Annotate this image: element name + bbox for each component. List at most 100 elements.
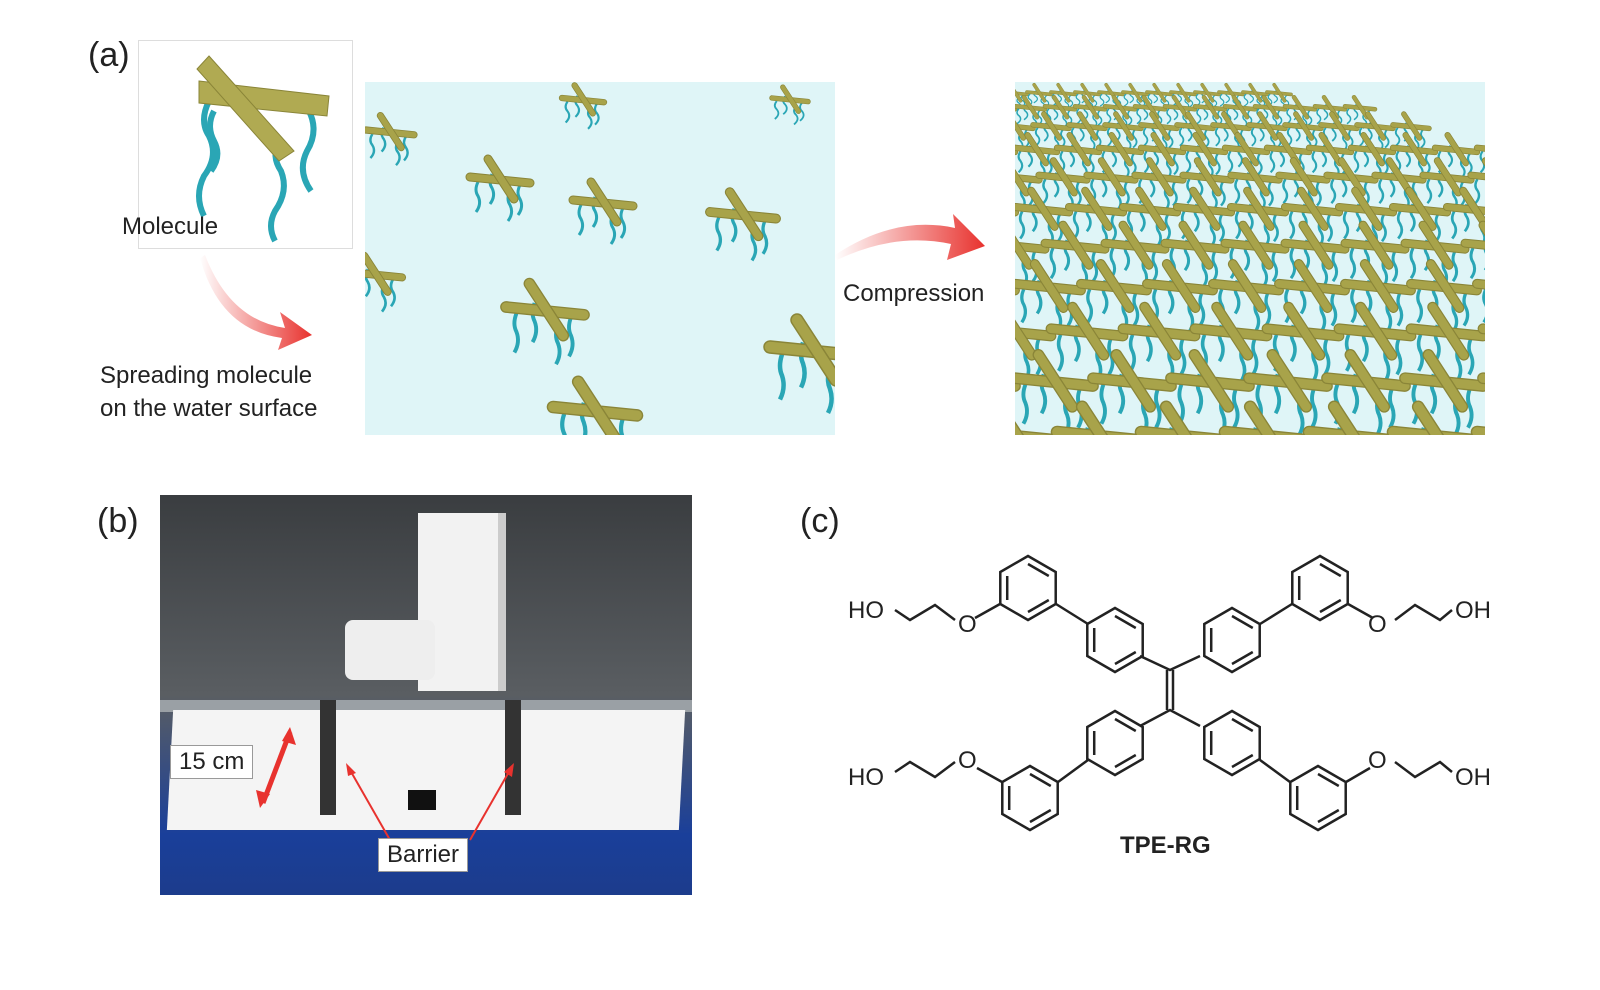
molecule-cross	[1015, 348, 1099, 435]
molecule-cross	[1280, 220, 1350, 289]
molecule-cross	[1371, 157, 1427, 212]
ether-o-tr: O	[1368, 611, 1387, 638]
molecule-cross	[1323, 157, 1379, 212]
molecule-inset: Molecule	[122, 40, 353, 249]
ho-top-left: HO	[848, 597, 884, 624]
molecule-cross	[1431, 132, 1481, 180]
ether-o-tl: O	[958, 611, 977, 638]
molecule-cross	[1302, 400, 1397, 435]
molecule-cross	[769, 84, 811, 126]
molecule-cross	[1467, 157, 1485, 205]
molecule-cross	[1340, 220, 1410, 289]
barrier-left	[320, 700, 336, 815]
molecule-cross	[1333, 301, 1417, 383]
molecule-cross	[1340, 259, 1416, 334]
molecule-cross	[1073, 82, 1101, 111]
molecule-cross	[1280, 186, 1344, 248]
molecule-cross	[1386, 400, 1481, 435]
molecule-cross	[568, 177, 638, 245]
molecule-cross	[500, 277, 590, 366]
molecule-cross	[1030, 111, 1072, 152]
molecule-cross	[1470, 425, 1485, 435]
molecule-cross	[1050, 400, 1145, 435]
rail	[160, 700, 692, 712]
molecule-illustration	[196, 55, 330, 243]
molecule-cross	[1208, 259, 1284, 334]
compression-arrow-icon	[835, 214, 985, 260]
ether-o-bl: O	[958, 747, 977, 774]
molecule-cross	[1025, 82, 1053, 111]
molecule-cross	[1221, 132, 1271, 180]
barrier-callout: Barrier	[378, 838, 469, 872]
molecule-cross	[1134, 400, 1229, 435]
molecule-cross	[1252, 94, 1288, 129]
molecule-cross	[1102, 94, 1138, 129]
molecule-cross	[1072, 94, 1108, 129]
langmuir-trough-photo: 15 cm Barrier	[160, 495, 692, 895]
molecule-cross	[1087, 348, 1177, 435]
molecule-cross	[1162, 94, 1198, 129]
molecule-cross	[1035, 157, 1091, 212]
molecule-cross	[1354, 111, 1396, 152]
compound-name: TPE-RG	[1120, 832, 1211, 859]
molecule-cross	[1261, 301, 1345, 383]
annotation-arrows	[256, 727, 514, 841]
molecule-cross	[1131, 157, 1187, 212]
molecule-cross	[1174, 111, 1216, 152]
molecule-cross	[1179, 157, 1235, 212]
molecule-cross	[1406, 259, 1482, 334]
molecule-cross	[1138, 111, 1180, 152]
molecule-cross	[1100, 220, 1170, 289]
barrier-right	[505, 700, 521, 815]
oh-bottom-right: OH	[1455, 764, 1491, 791]
molecule-cross	[1040, 220, 1110, 289]
molecule-cross	[1241, 82, 1269, 111]
ho-bottom-left: HO	[848, 764, 884, 791]
molecule-cross	[1220, 220, 1290, 289]
compression-label: Compression	[843, 280, 985, 307]
molecule-cross	[1227, 157, 1283, 212]
molecule-cross	[1405, 301, 1485, 383]
molecule-cross	[1246, 111, 1288, 152]
panel-c-label: (c)	[800, 502, 840, 540]
molecule-cross	[1399, 348, 1485, 435]
molecule-cross	[1102, 111, 1144, 152]
molecule-cross	[1015, 94, 1048, 129]
molecule-cross	[1347, 132, 1397, 180]
molecule-cross	[1118, 186, 1182, 248]
molecule-cross	[1226, 186, 1290, 248]
tpe-rg-structure: HO HO OH OH O O O O	[848, 554, 1491, 832]
molecule-cross	[1169, 82, 1197, 111]
molecule-cross	[1145, 82, 1173, 111]
molecule-cross	[365, 251, 407, 313]
panel-b-label: (b)	[97, 502, 139, 540]
molecule-cross	[1160, 220, 1230, 289]
molecule-cross	[1263, 132, 1313, 180]
ether-o-br: O	[1368, 747, 1387, 774]
molecule-cross	[1117, 301, 1201, 383]
molecule-cross	[1066, 111, 1108, 152]
molecule-cross	[1015, 235, 1050, 289]
molecule-cross	[465, 154, 535, 222]
molecule-cross	[1243, 348, 1333, 435]
compressed-film-image	[1015, 82, 1485, 435]
molecule-cross	[1305, 132, 1355, 180]
molecule-cross	[1121, 82, 1149, 111]
spreading-arrow-icon	[200, 255, 312, 350]
molecule-cross	[1172, 186, 1236, 248]
width-callout: 15 cm	[170, 745, 254, 779]
dispersed-molecules-image	[365, 82, 835, 435]
molecule-cross	[546, 375, 644, 435]
spreading-caption-line1: Spreading molecule	[100, 362, 313, 389]
panel-a-label: (a)	[88, 36, 130, 74]
molecule-cross	[1049, 82, 1077, 111]
molecule-cross	[1137, 132, 1187, 180]
molecule-cross	[1222, 94, 1258, 129]
molecule-cross	[1218, 400, 1313, 435]
molecule-cross	[1015, 421, 1061, 435]
molecule-cross	[1334, 186, 1398, 248]
oh-top-right: OH	[1455, 597, 1491, 624]
molecule-cross	[1460, 220, 1485, 280]
molecule-cross	[558, 82, 608, 130]
molecule-cross	[1083, 157, 1139, 212]
